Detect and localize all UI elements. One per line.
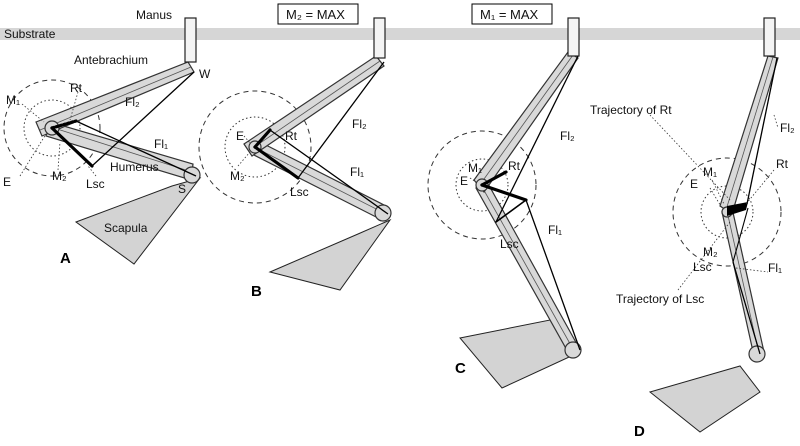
substrate-bar [0,28,800,40]
label-fl2: Fl₂ [560,129,575,143]
panel-b: M₂ = MAX E Rt Fl₂ Fl₁ M₂ Lsc B [198,3,392,300]
label-w: W [199,67,211,81]
muscle-fl1 [75,120,197,177]
scapula [268,218,392,291]
manus [567,17,580,57]
label-m2: M₂ [703,245,718,259]
label-rt: Rt [285,129,298,143]
lever-rt [50,119,78,130]
panel-a: Antebrachium W M₁ Rt Fl₂ Fl₁ Humerus M₂ … [3,17,211,267]
lever-lsc [480,183,528,202]
muscle-fl2 [91,71,195,167]
lever-lsc [253,145,300,180]
panel-c-title: M₁ = MAX [480,7,539,22]
panel-letter-c: C [455,360,466,377]
shoulder-joint [374,204,392,222]
lever-lsc [50,126,94,168]
m2-circle [23,99,81,157]
m2-circle [224,116,286,178]
label-lsc: Lsc [693,260,712,274]
label-fl1: Fl₁ [350,165,364,179]
label-rt: Rt [70,81,83,95]
shoulder-joint [748,345,766,363]
panel-letter-a: A [60,250,71,267]
panel-letter-d: D [634,423,645,440]
scapula [648,365,761,433]
lever-arms [727,202,748,216]
label-m1: M₁ [468,161,482,175]
muscle-fl1 [525,199,581,351]
muscle-fl1 [732,261,761,355]
muscle-fl1 [269,129,389,215]
label-s: S [178,182,186,196]
label-e: E [236,129,244,143]
m2-circle [700,185,754,239]
label-e: E [460,174,468,188]
label-trajectory-lsc: Trajectory of Lsc [616,292,704,306]
shoulder-joint [183,166,201,184]
panel-b-title: M₂ = MAX [286,7,345,22]
label-rt: Rt [776,157,789,171]
label-lsc: Lsc [290,185,309,199]
panel-letter-b: B [251,283,262,300]
label-fl1: Fl₁ [154,137,168,151]
muscle-fl2 [297,61,385,179]
manus [184,17,197,63]
lever-rt [253,128,272,149]
m2-circle [455,158,509,212]
shoulder-joint [564,341,582,359]
label-scapula: Scapula [104,221,148,235]
muscle-fl2 [495,55,579,223]
m1-circle [672,157,782,267]
panel-d: Trajectory of Rt Fl₂ M₁ Rt E M₂ Lsc Fl₁ … [590,17,795,440]
label-m2: M₂ [52,169,67,183]
label-lsc: Lsc [86,177,105,191]
label-fl2: Fl₂ [352,117,367,131]
label-m2: M₂ [230,169,245,183]
label-fl2: Fl₂ [125,95,140,109]
label-rt: Rt [508,159,521,173]
substrate-label: Substrate [4,27,56,41]
panel-c-title-box [471,3,553,25]
manus [373,17,386,59]
label-e: E [690,177,698,191]
muscle-fl2 [746,57,778,205]
m1-circle [3,79,101,177]
panel-b-title-box [277,3,359,25]
lever-rt [480,170,508,187]
manus-label: Manus [136,8,172,22]
label-fl1: Fl₁ [548,223,562,237]
label-fl1: Fl₁ [768,261,782,275]
m1-circle [427,130,537,240]
panel-c: M₁ = MAX M₁ E Rt Fl₂ Fl₁ Lsc C [427,3,582,389]
m1-circle [198,90,312,204]
manus [763,17,776,57]
label-m1: M₁ [703,165,717,179]
label-antebrachium: Antebrachium [74,53,148,67]
label-fl2: Fl₂ [780,121,795,135]
label-m1: M₁ [6,93,20,107]
label-humerus: Humerus [110,160,159,174]
label-e: E [3,175,11,189]
label-lsc: Lsc [500,237,519,251]
label-trajectory-rt: Trajectory of Rt [590,103,672,117]
